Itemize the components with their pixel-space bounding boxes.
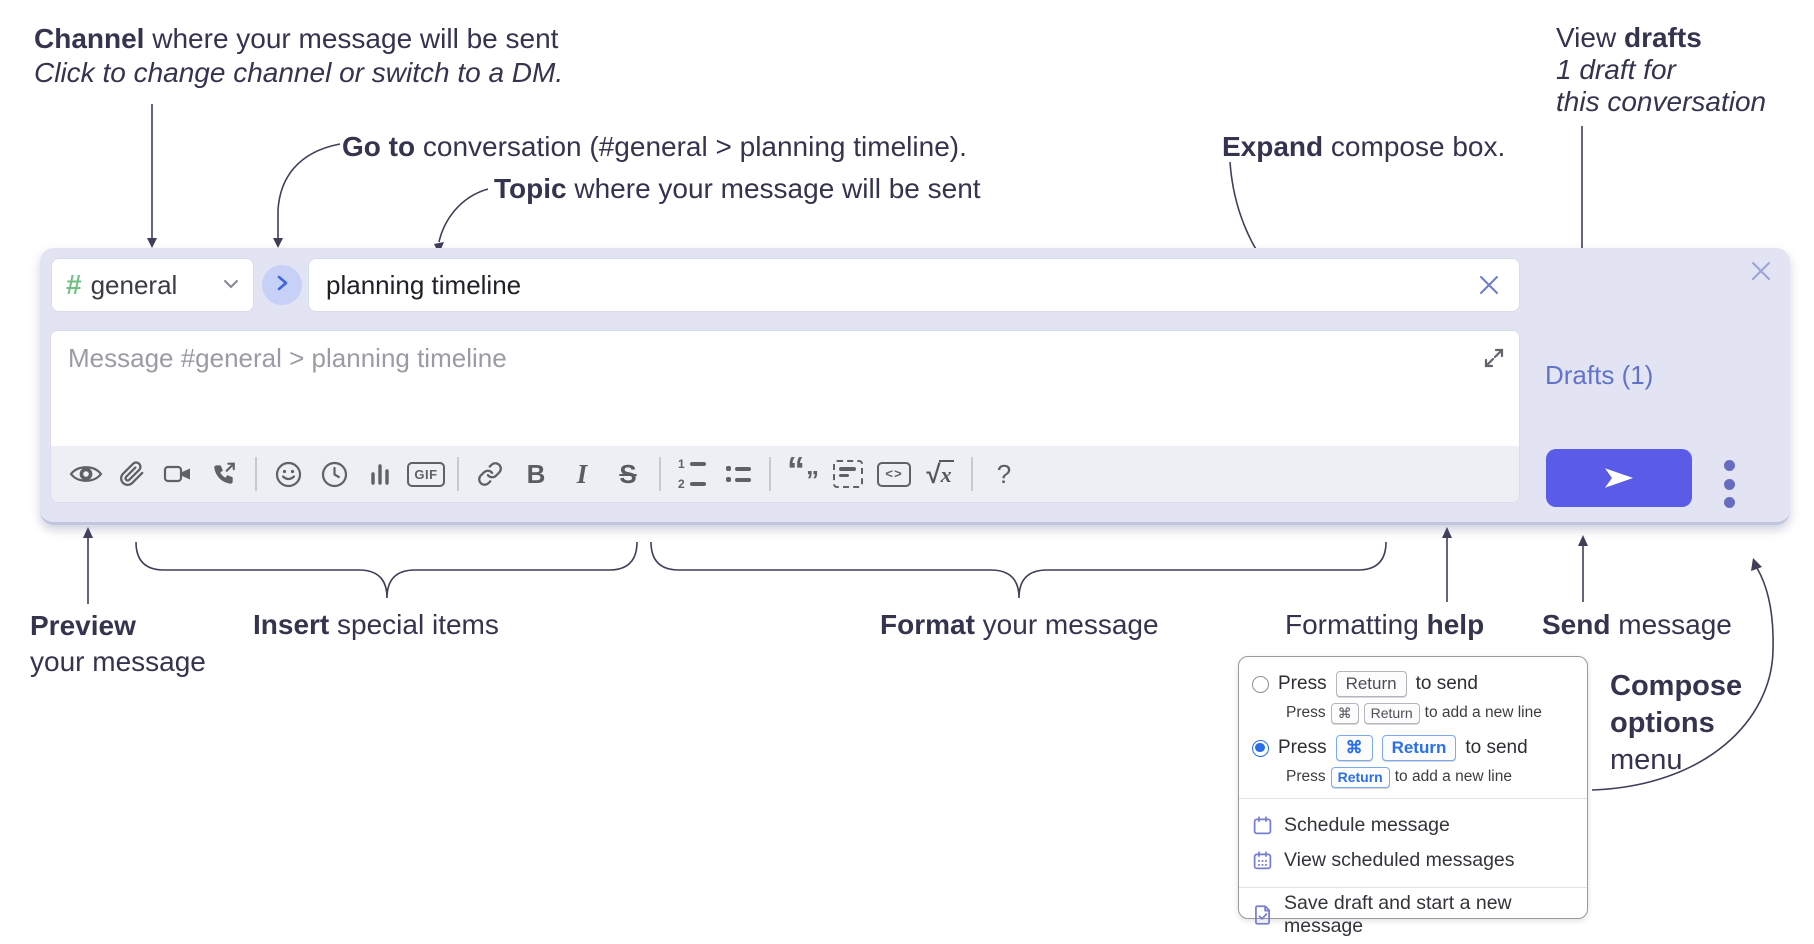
- strikethrough-icon: S: [619, 458, 637, 489]
- italic-icon: I: [576, 458, 588, 489]
- cmd-enter-sends-subtext: Press Return to add a new line: [1239, 762, 1587, 789]
- paper-plane-icon: [1604, 468, 1634, 488]
- spoiler-icon: [833, 460, 863, 488]
- calendar-icon: [1253, 816, 1272, 835]
- time-mention-button[interactable]: [311, 453, 357, 495]
- code-button[interactable]: <>: [871, 453, 917, 495]
- insert-annotation: Insert special items: [253, 609, 499, 640]
- bold-icon: B: [526, 458, 546, 489]
- radio-unselected-icon[interactable]: [1252, 675, 1269, 693]
- clock-icon: [321, 461, 347, 487]
- voice-call-button[interactable]: [201, 453, 247, 495]
- calendar-grid-icon: [1253, 851, 1272, 870]
- gif-button[interactable]: GIF: [403, 453, 449, 495]
- message-input[interactable]: [51, 331, 1519, 443]
- send-annotation: Send message: [1542, 609, 1732, 640]
- channel-name: general: [90, 269, 178, 300]
- close-compose-icon[interactable]: [1748, 258, 1774, 289]
- toolbar-divider: [255, 457, 257, 491]
- compose-options-annotation: Compose options menu: [1610, 670, 1743, 776]
- drafts-annotation: View drafts 1 draft for this conversatio…: [1556, 22, 1767, 117]
- quote-button[interactable]: “ ”: [779, 449, 825, 496]
- enter-sends-subtext: Press ⌘ Return to add a new line: [1239, 698, 1587, 725]
- video-camera-icon: [163, 465, 190, 483]
- channel-select[interactable]: # general: [51, 258, 254, 312]
- chevron-down-icon: [223, 276, 239, 294]
- cmd-enter-sends-option[interactable]: Press ⌘ Return to send: [1239, 734, 1587, 762]
- link-button[interactable]: [467, 453, 513, 495]
- bold-button[interactable]: B: [513, 453, 559, 495]
- message-area: GIF B I S 1 2: [50, 330, 1520, 503]
- goto-annotation: Go to conversation (#general > planning …: [342, 131, 967, 162]
- help-annotation: Formatting help: [1285, 609, 1485, 640]
- video-call-button[interactable]: [155, 453, 201, 495]
- emoji-button[interactable]: [265, 453, 311, 495]
- draft-check-icon: [1255, 905, 1270, 925]
- expand-annotation: Expand compose box.: [1222, 131, 1506, 162]
- compose-box: # general: [40, 248, 1790, 525]
- toolbar-divider: [971, 457, 973, 491]
- preview-button[interactable]: [63, 453, 109, 495]
- topic-input[interactable]: [308, 258, 1520, 312]
- save-draft-item[interactable]: Save draft and start a new message: [1239, 892, 1587, 937]
- question-mark-icon: ?: [996, 458, 1012, 489]
- schedule-message-item[interactable]: Schedule message: [1239, 808, 1587, 843]
- topic-field-wrap: [308, 258, 1520, 312]
- channel-hash-icon: #: [66, 269, 82, 300]
- enter-sends-option[interactable]: Press Return to send: [1239, 670, 1587, 698]
- smiley-icon: [275, 461, 301, 487]
- clear-topic-icon[interactable]: [1476, 272, 1502, 303]
- compose-options-button[interactable]: [1717, 460, 1741, 508]
- go-to-conversation-button[interactable]: [262, 265, 302, 305]
- code-icon: <>: [877, 461, 911, 487]
- formatting-help-button[interactable]: ?: [981, 453, 1027, 495]
- topic-annotation: Topic where your message will be sent: [494, 173, 981, 204]
- menu-divider: [1239, 798, 1587, 799]
- gif-icon: GIF: [407, 461, 445, 487]
- numbered-list-icon: 1 2: [678, 457, 706, 491]
- channel-annotation: Channel where your message will be sent …: [34, 23, 564, 88]
- toolbar-divider: [457, 457, 459, 491]
- send-button[interactable]: [1546, 449, 1692, 507]
- radio-selected-icon[interactable]: [1252, 739, 1269, 757]
- strikethrough-button[interactable]: S: [605, 453, 651, 495]
- attach-file-button[interactable]: [109, 453, 155, 495]
- quote-icon: “ ”: [787, 449, 819, 496]
- toolbar-divider: [769, 457, 771, 491]
- expand-compose-icon[interactable]: [1482, 346, 1506, 375]
- format-annotation: Format your message: [880, 609, 1159, 640]
- toolbar-divider: [659, 457, 661, 491]
- math-icon: √x: [926, 458, 954, 489]
- paperclip-icon: [120, 461, 144, 486]
- eye-icon: [69, 466, 103, 482]
- view-scheduled-messages-item[interactable]: View scheduled messages: [1239, 843, 1587, 878]
- compose-options-menu: Press Return to send Press ⌘ Return to a…: [1238, 656, 1588, 937]
- compose-toolbar: GIF B I S 1 2: [51, 446, 1519, 502]
- drafts-link[interactable]: Drafts (1): [1545, 360, 1654, 390]
- bulleted-list-icon: [725, 466, 751, 482]
- chevron-right-icon: [275, 275, 289, 296]
- preview-annotation: Preview your message: [30, 610, 206, 677]
- math-button[interactable]: √x: [917, 453, 963, 495]
- bar-chart-icon: [371, 464, 389, 485]
- menu-divider: [1239, 887, 1587, 888]
- link-icon: [478, 462, 502, 486]
- poll-button[interactable]: [357, 453, 403, 495]
- italic-button[interactable]: I: [559, 453, 605, 495]
- bulleted-list-button[interactable]: [715, 453, 761, 495]
- phone-call-icon: [214, 462, 235, 484]
- spoiler-button[interactable]: [825, 453, 871, 495]
- numbered-list-button[interactable]: 1 2: [669, 453, 715, 495]
